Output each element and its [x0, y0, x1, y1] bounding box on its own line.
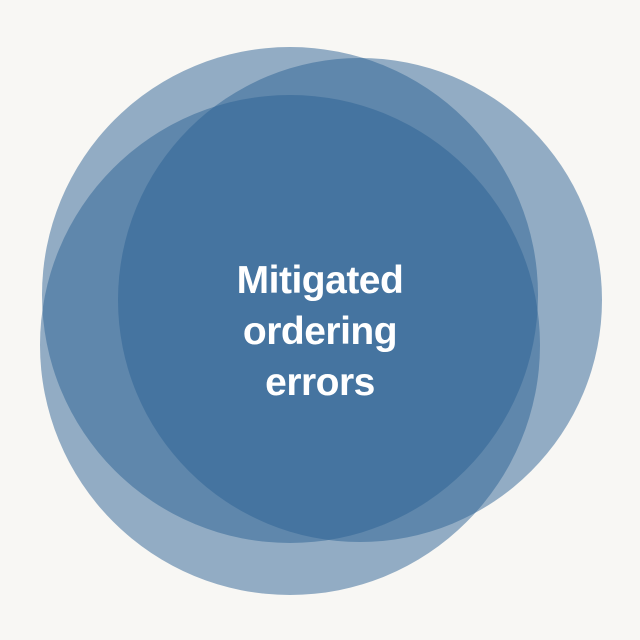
center-label: Mitigated ordering errors	[170, 255, 470, 408]
label-line-3: errors	[265, 361, 375, 404]
circle-bottom-left	[40, 95, 540, 595]
label-line-1: Mitigated	[236, 259, 404, 302]
label-line-2: ordering	[242, 310, 398, 353]
